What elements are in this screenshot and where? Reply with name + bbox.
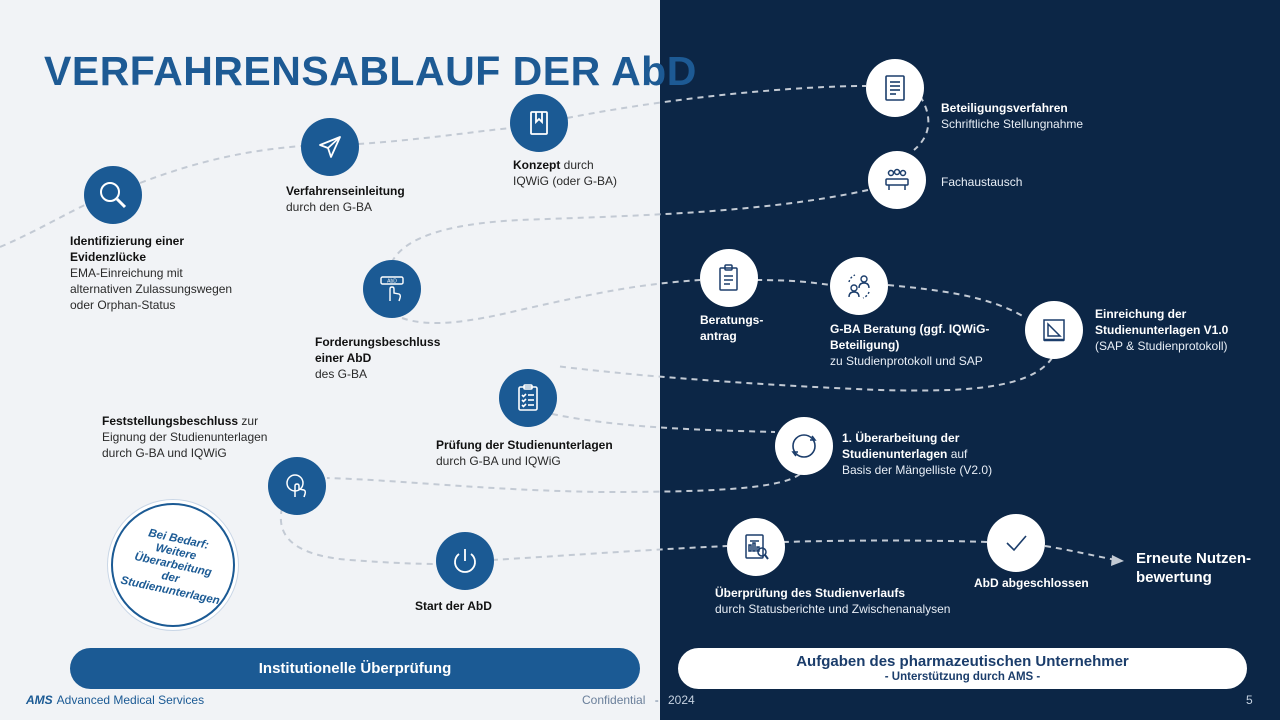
step-beteiligung-text: Schriftliche Stellungnahme <box>941 117 1084 131</box>
step-einreichung-text: (SAP & Studienprotokoll) <box>1095 339 1228 353</box>
step-forderung: Forderungsbeschluss einer AbD des G-BA <box>315 334 465 382</box>
institutional-review-bar: Institutionelle Überprüfung <box>70 648 640 689</box>
ams-logo: AMS <box>26 693 53 707</box>
confidential-label: Confidential <box>582 693 646 707</box>
step-beratungsantrag-title: Beratungs-antrag <box>700 313 764 343</box>
abd-press-icon: AbD <box>363 260 421 318</box>
step-einreichung: Einreichung der Studienunterlagen V1.0 (… <box>1095 306 1265 354</box>
step-pruefung-text: durch G-BA und IQWiG <box>436 454 561 468</box>
final-step-label: Erneute Nutzen-bewertung <box>1136 550 1252 586</box>
step-feststellung-inline: zur <box>241 414 259 428</box>
step-ueberarbeitung-inline: auf <box>950 447 968 461</box>
step-forderung-text: des G-BA <box>315 367 368 381</box>
step-gba-beratung-title: G-BA Beratung (ggf. IQWiG-Beteiligung) <box>830 322 990 352</box>
step-abgeschlossen: AbD abgeschlossen <box>974 575 1114 591</box>
footer-separator: - <box>654 693 659 707</box>
step-evidenz-text: EMA-Einreichung mit alternativen Zulassu… <box>70 266 233 312</box>
company-name: Advanced Medical Services <box>56 693 205 707</box>
step-fachaustausch-text: Fachaustausch <box>941 175 1023 189</box>
step-gba-beratung: G-BA Beratung (ggf. IQWiG-Beteiligung) z… <box>830 321 1010 369</box>
step-konzept-inline: durch <box>563 158 594 172</box>
step-verlauf-title: Überprüfung des Studienverlaufs <box>715 586 906 600</box>
submission-icon <box>1025 301 1083 359</box>
step-evidenz-title: Identifizierung einer Evidenzlücke <box>70 234 185 264</box>
step-forderung-title: Forderungsbeschluss einer AbD <box>315 335 441 365</box>
bedarf-badge-text: Bei Bedarf: Weitere Überarbeitung der St… <box>119 526 221 607</box>
power-icon <box>436 532 494 590</box>
company-tasks-subtitle: - Unterstützung durch AMS - <box>884 671 1041 683</box>
abd-icon-text: AbD <box>387 279 397 285</box>
step-start: Start der AbD <box>415 598 535 614</box>
step-pruefung: Prüfung der Studienunterlagen durch G-BA… <box>436 437 636 469</box>
step-ueberarbeitung-text: Basis der Mängelliste (V2.0) <box>842 463 993 477</box>
cycle-icon <box>775 417 833 475</box>
magnifier-icon <box>84 166 142 224</box>
step-verfahren-title: Verfahrenseinleitung <box>286 184 405 198</box>
footer-confidential: Confidential - <box>582 693 659 707</box>
step-gba-beratung-text: zu Studienprotokoll und SAP <box>830 354 983 368</box>
step-evidenz: Identifizierung einer Evidenzlücke EMA-E… <box>70 233 240 313</box>
step-feststellung-text: Eignung der Studienunterlagen durch G-BA… <box>102 430 268 460</box>
application-icon <box>700 249 758 307</box>
step-verfahren-text: durch den G-BA <box>286 200 373 214</box>
right-panel <box>660 0 1280 720</box>
step-fachaustausch: Fachaustausch <box>941 174 1061 190</box>
step-verlauf-text: durch Statusberichte und Zwischenanalyse… <box>715 602 951 616</box>
page-title: VERFAHRENSABLAUF DER AbD <box>44 48 697 94</box>
bedarf-badge: Bei Bedarf: Weitere Überarbeitung der St… <box>111 503 235 627</box>
meeting-icon <box>868 151 926 209</box>
step-beteiligung-title: Beteiligungsverfahren <box>941 101 1068 115</box>
step-feststellung-title: Feststellungsbeschluss <box>102 414 239 428</box>
step-ueberarbeitung-title: 1. Überarbeitung der Studienunterlagen <box>842 431 960 461</box>
step-konzept-text: IQWiG (oder G-BA) <box>513 174 618 188</box>
paper-plane-icon <box>301 118 359 176</box>
company-tasks-bar: Aufgaben des pharmazeutischen Unternehme… <box>678 648 1247 689</box>
consultation-icon <box>830 257 888 315</box>
page-number: 5 <box>1246 693 1253 707</box>
step-einreichung-title: Einreichung der Studienunterlagen V1.0 <box>1095 307 1229 337</box>
step-abgeschlossen-title: AbD abgeschlossen <box>974 576 1089 590</box>
step-konzept-title: Konzept <box>513 158 561 172</box>
step-verfahren: Verfahrenseinleitung durch den G-BA <box>286 183 456 215</box>
step-verlauf: Überprüfung des Studienverlaufs durch St… <box>715 585 975 617</box>
step-ueberarbeitung: 1. Überarbeitung der Studienunterlagen a… <box>842 430 1022 478</box>
company-tasks-title: Aufgaben des pharmazeutischen Unternehme… <box>796 653 1129 670</box>
step-feststellung: Feststellungsbeschluss zur Eignung der S… <box>102 413 292 461</box>
step-beratungsantrag: Beratungs-antrag <box>700 312 780 344</box>
book-icon <box>510 94 568 152</box>
step-start-title: Start der AbD <box>415 599 492 613</box>
document-icon <box>866 59 924 117</box>
checkmark-icon <box>987 514 1045 572</box>
step-beteiligung: Beteiligungsverfahren Schriftliche Stell… <box>941 100 1141 132</box>
touch-icon <box>268 457 326 515</box>
footer-year: 2024 <box>668 693 695 707</box>
clipboard-icon <box>499 369 557 427</box>
step-konzept: Konzept durch IQWiG (oder G-BA) <box>513 157 663 189</box>
report-icon <box>727 518 785 576</box>
step-pruefung-title: Prüfung der Studienunterlagen <box>436 438 613 452</box>
